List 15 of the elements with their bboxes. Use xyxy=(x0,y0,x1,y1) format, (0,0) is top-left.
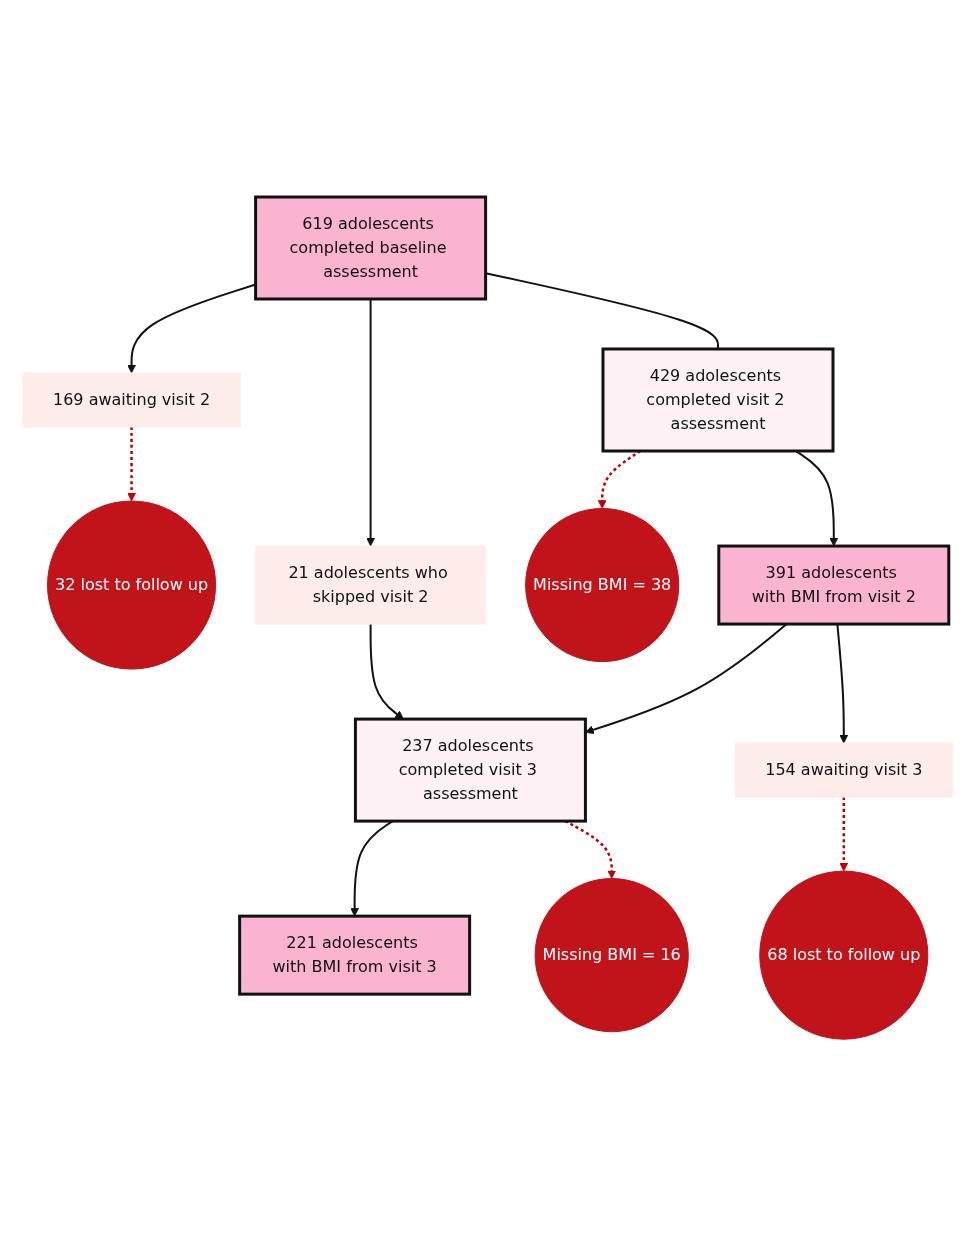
node-circle: 68 lost to follow up xyxy=(759,870,929,1040)
arrow xyxy=(127,426,137,502)
node-box: 154 awaiting visit 3 xyxy=(735,742,954,798)
node-box: 221 adolescents with BMI from visit 3 xyxy=(238,914,472,996)
node-circle: Missing BMI = 16 xyxy=(534,877,690,1033)
arrow xyxy=(839,797,849,872)
node-box: 391 adolescents with BMI from visit 2 xyxy=(717,544,951,626)
node-box: 237 adolescents completed visit 3 assessment xyxy=(354,717,588,823)
node-box: 619 adolescents completed baseline assessment xyxy=(254,195,488,301)
node-box: 169 awaiting visit 2 xyxy=(22,372,241,428)
node-circle: 32 lost to follow up xyxy=(47,500,217,670)
node-circle: Missing BMI = 38 xyxy=(525,507,680,663)
arrow xyxy=(369,622,405,720)
node-box: 21 adolescents who skipped visit 2 xyxy=(255,545,487,625)
node-box: 429 adolescents completed visit 2 assessment xyxy=(601,347,835,453)
